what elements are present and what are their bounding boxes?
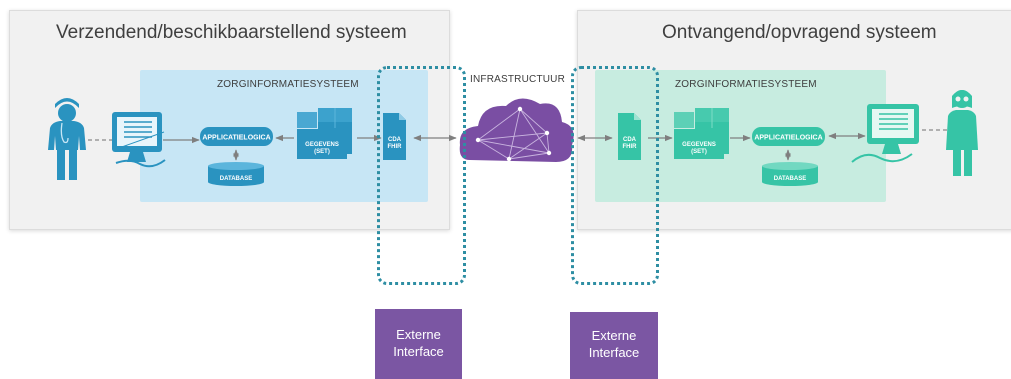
left-database-label: DATABASE (220, 176, 252, 182)
right-monitor-icon (851, 104, 919, 163)
left-app-logic-label: APPLICATIELOGICA (202, 135, 270, 142)
doctor-icon (48, 98, 86, 180)
right-external-interface-line2: Interface (588, 345, 640, 360)
right-external-interface-line1: Externe (591, 328, 637, 343)
right-app-logic-label: APPLICATIELOGICA (754, 135, 822, 142)
left-doc-label-2: FHIR (388, 144, 403, 150)
right-dataset-cubes-icon: GEGEVENS (SET) (674, 108, 729, 159)
receiver-zis-label: ZORGINFORMATIESYSTEEM (675, 79, 817, 90)
receiver-system-title: Ontvangend/opvragend systeem (662, 22, 937, 43)
right-data-label-1: GEGEVENS (682, 142, 716, 148)
right-doc-label-2: FHIR (623, 144, 638, 150)
right-doc-label-1: CDA (623, 137, 637, 143)
left-external-interface-region (377, 66, 466, 285)
infrastructure-label: INFRASTRUCTUUR (470, 74, 566, 85)
left-app-logic-box: APPLICATIELOGICA (200, 127, 273, 146)
left-doc-label-1: CDA (388, 137, 402, 143)
left-external-interface-box: Externe Interface (375, 309, 462, 379)
sender-zis-label: ZORGINFORMATIESYSTEEM (217, 79, 359, 90)
left-database-icon: DATABASE (208, 162, 264, 186)
left-cda-fhir-document-icon: CDA FHIR (383, 113, 406, 160)
left-external-interface-line2: Interface (393, 344, 444, 359)
patient-icon (946, 90, 978, 176)
right-database-label: DATABASE (774, 176, 806, 182)
sender-system-title: Verzendend/beschikbaarstellend systeem (56, 22, 407, 43)
left-dataset-cubes-icon: GEGEVENS (SET) (297, 108, 352, 159)
left-external-interface-line1: Externe (396, 327, 441, 342)
infrastructure-cloud-icon (459, 98, 574, 162)
right-database-icon: DATABASE (762, 162, 818, 186)
right-external-interface-box: Externe Interface (570, 312, 658, 379)
right-app-logic-box: APPLICATIELOGICA (752, 127, 825, 146)
left-data-label-2: (SET) (314, 149, 330, 155)
right-data-label-2: (SET) (691, 149, 707, 155)
left-data-label-1: GEGEVENS (305, 142, 339, 148)
left-monitor-icon (112, 112, 166, 168)
right-cda-fhir-document-icon: CDA FHIR (618, 113, 641, 160)
right-external-interface-region (571, 66, 659, 285)
